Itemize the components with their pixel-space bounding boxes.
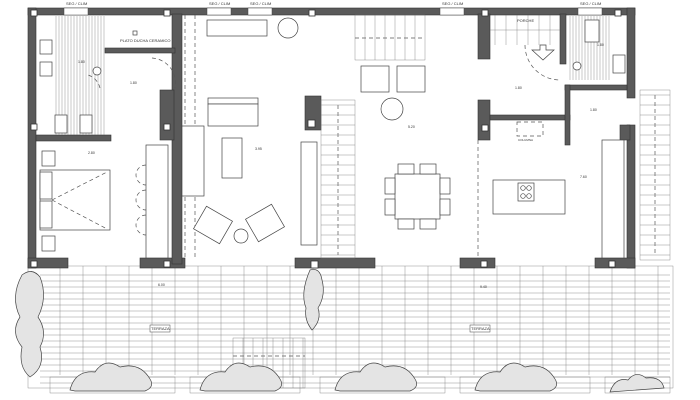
tree-icon [303,269,324,331]
terrace-label: TERRAZA [471,326,490,331]
dimension-label: 6.00 [158,283,165,287]
sink-icon [39,61,53,77]
columns [30,9,622,269]
column-label: COLUMNA [518,138,533,142]
window-label: SEG / CLIM [66,1,87,6]
window-label: SEG / CLIM [250,1,271,6]
sofa-icon [207,103,259,127]
tree-icon [609,374,665,393]
planters [15,269,671,394]
tree-icon [334,362,417,392]
dimension-label: 2.80 [88,151,95,155]
terrace: TERRAZA TERRAZA 6.00 9.40 [149,283,491,333]
tree-icon [15,271,44,378]
window-label: SEG / CLIM [442,1,463,6]
window-label: SEG / CLIM [209,1,230,6]
coffee-table [221,137,243,179]
toilet-icon [584,19,600,43]
cooktop-icon [517,182,535,202]
wardrobe [145,144,169,259]
dimension-label: 3.95 [255,147,262,151]
tree-icon [474,362,557,392]
dimension-label: 1.80 [515,86,522,90]
guest-bathroom: 1.80 1.80 [569,16,626,112]
dimension-label: 1.80 [590,108,597,112]
windows: SEG / CLIM SEG / CLIM SEG / CLIM SEG / C… [63,1,603,16]
living-room: 3.95 [181,15,318,258]
dining-table [394,173,441,220]
toilet-icon [54,114,68,134]
dimension-label: 7.60 [580,175,587,179]
entry-porch: PORCHE 1.80 COLUMNA [490,15,561,142]
sink-icon [612,54,626,74]
dining-area: 5.20 [360,65,479,258]
bedroom: 2.80 [39,144,169,259]
dimension-label: 9.40 [480,285,487,289]
staircase [232,14,671,389]
tree-icon [69,362,152,392]
tv-unit [300,141,318,246]
armchair-icon [193,205,233,245]
bathroom: PLATO DUCHA CERAMICO 1.80 1.80 [39,16,176,135]
armchair-icon [245,203,285,243]
terrace-deck [27,265,674,389]
door-swing [151,57,176,89]
entrance-arrow-icon [531,44,555,61]
dimension-label: 5.20 [408,125,415,129]
bidet-icon [79,114,93,134]
dimension-label: 1.80 [130,81,137,85]
dimension-label: 1.80 [597,43,604,47]
tree-icon [199,362,282,392]
window-label: SEG / CLIM [580,1,601,6]
porch-label: PORCHE [517,18,534,23]
dimension-label: 1.80 [78,60,85,64]
terrace-label: TERRAZA [151,326,170,331]
exterior-walls [27,7,636,269]
shower-label: PLATO DUCHA CERAMICO [120,38,171,43]
sink-icon [39,39,53,55]
kitchen: 7.60 [492,139,625,259]
